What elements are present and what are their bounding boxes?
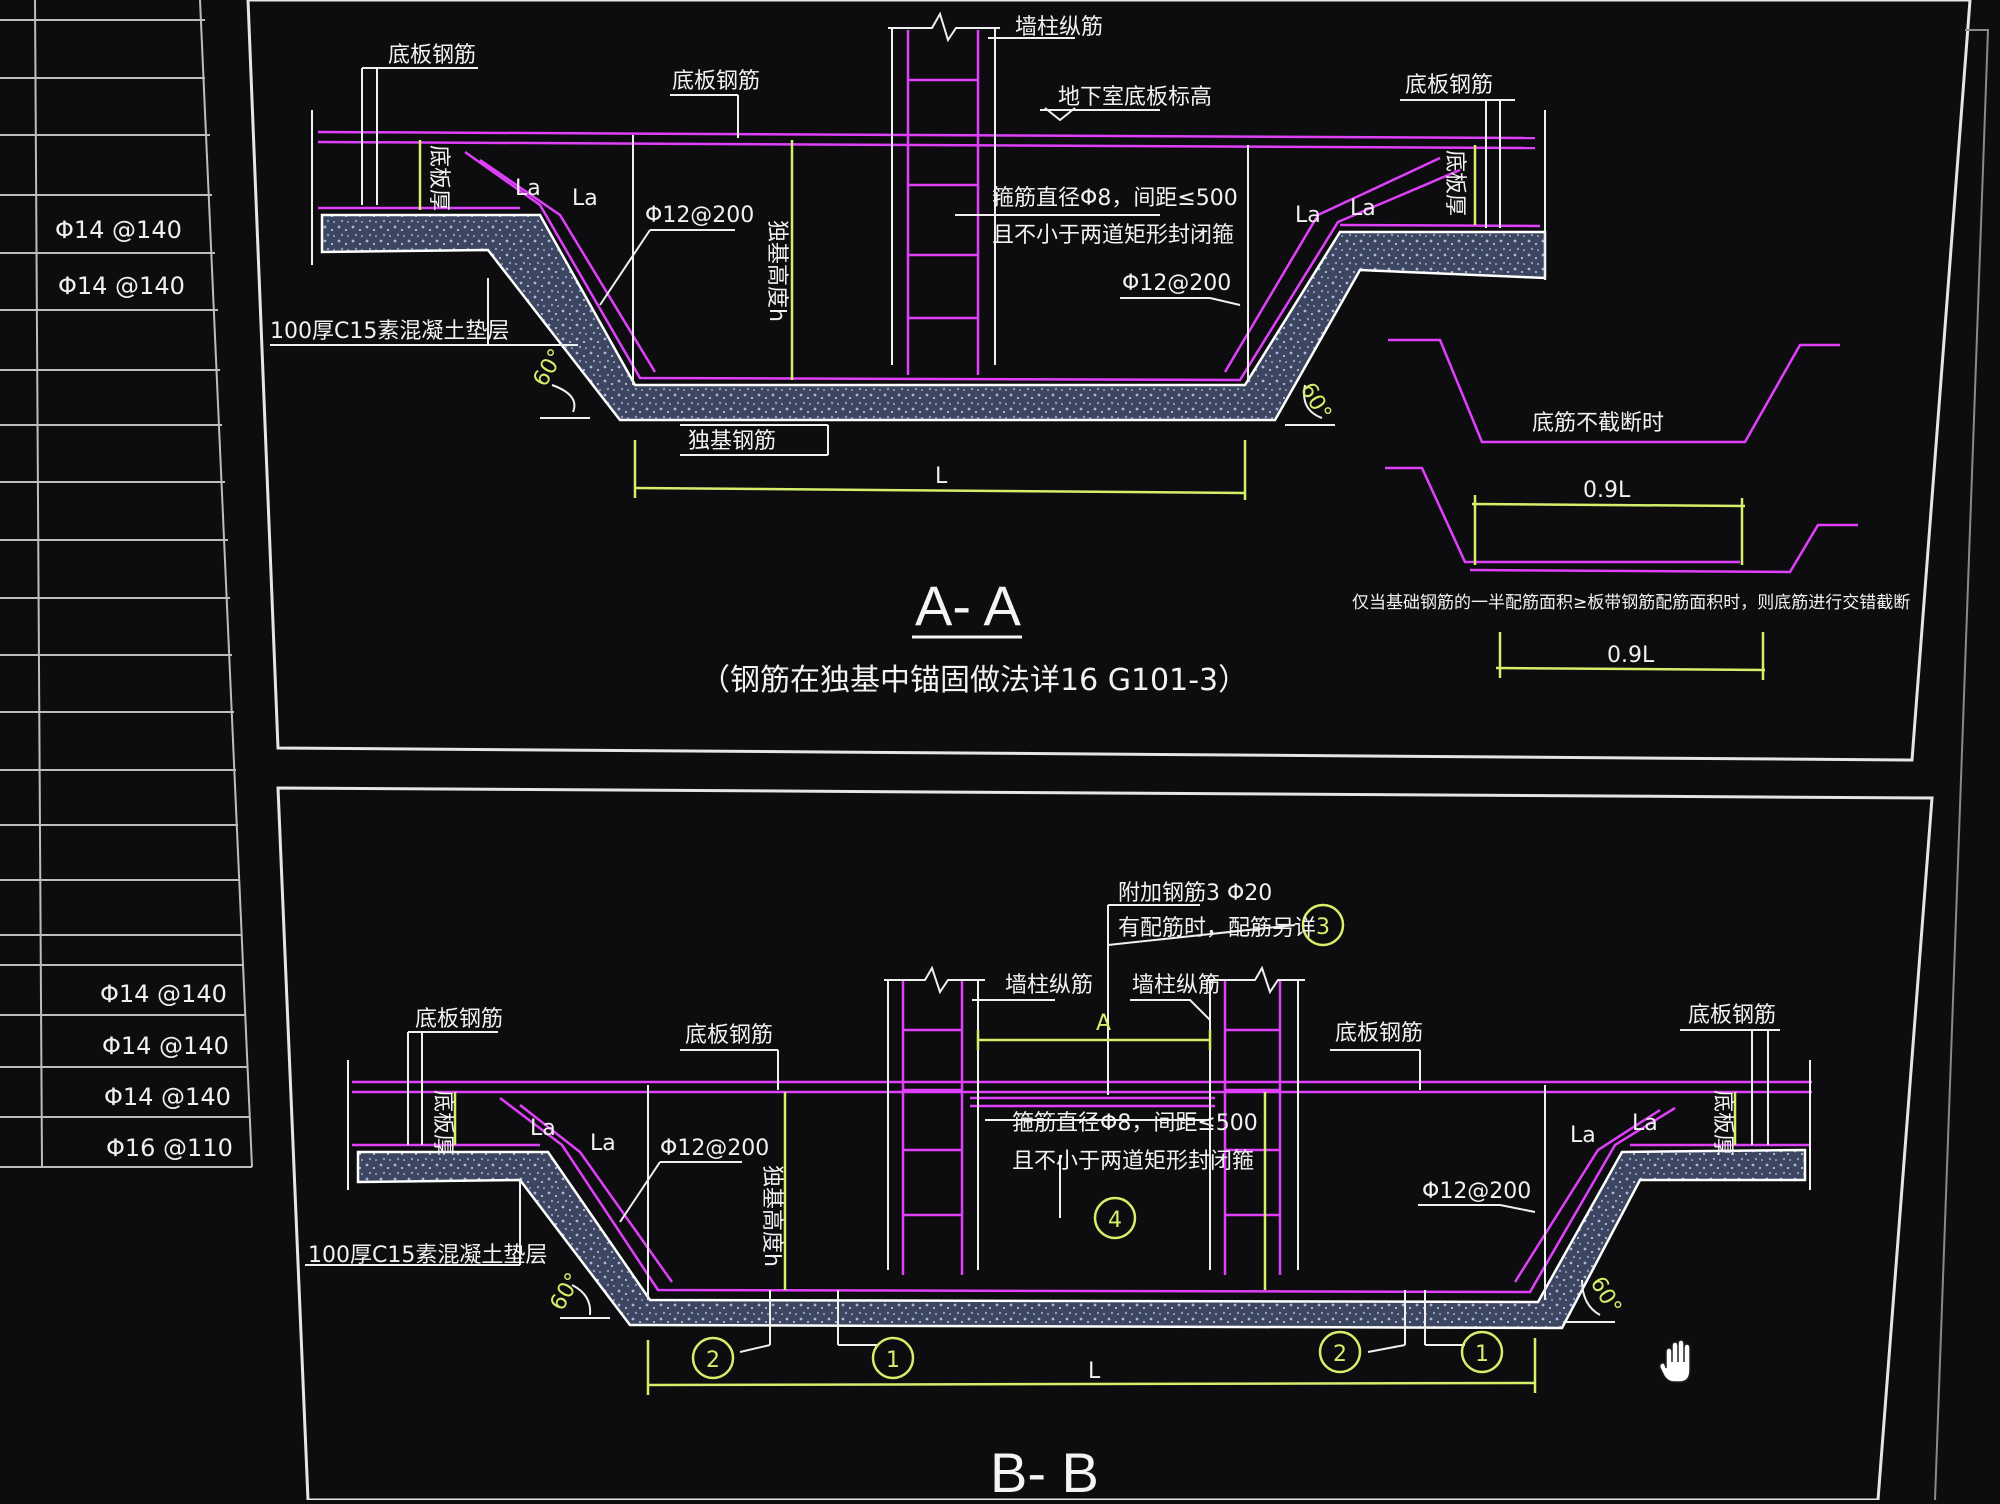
- label-basement-level: 地下室底板标高: [1058, 85, 1212, 110]
- label-span: L: [1088, 1359, 1101, 1384]
- label-phi12: Φ12@200: [645, 203, 754, 228]
- section-bb-rebar: [352, 980, 1812, 1294]
- section-aa-title: A- A: [915, 574, 1021, 637]
- table-cell: Φ16 @110: [106, 1134, 233, 1162]
- label-a-dimension: A: [1096, 1011, 1111, 1036]
- section-aa-dimensions: [418, 140, 1477, 500]
- label-phi12: Φ12@200: [1122, 271, 1231, 296]
- marker-number: 1: [1475, 1342, 1489, 1367]
- label-stagger-note: 仅当基础钢筋的一半配筋面积≥板带钢筋配筋面积时，则底筋进行交错截断: [1352, 593, 1910, 613]
- section-bb-dimensions: [453, 1030, 1737, 1395]
- label-wall-rebar: 墙柱纵筋: [1015, 15, 1103, 40]
- label-angle: 60°: [1295, 379, 1336, 425]
- label-stirrup: 箍筋直径Φ8，间距≤500: [992, 186, 1238, 211]
- label-bottom-rebar: 底板钢筋: [1405, 73, 1493, 98]
- section-bb-linework: [305, 904, 1811, 1353]
- label-slab-thickness: 底板厚: [1442, 150, 1467, 216]
- label-bottom-rebar: 底板钢筋: [1688, 1003, 1776, 1028]
- table-cell: Φ14 @140: [55, 216, 182, 244]
- rebar-schedule-table: [0, 0, 253, 1168]
- section-aa-subtitle: （钢筋在独基中锚固做法详16 G101-3）: [700, 663, 1248, 698]
- label-la: La: [1350, 196, 1376, 221]
- label-la: La: [515, 176, 541, 201]
- marker-number: 2: [706, 1348, 720, 1373]
- table-cell: Φ14 @140: [104, 1083, 231, 1111]
- table-cell: Φ14 @140: [102, 1032, 229, 1060]
- label-wall-rebar: 墙柱纵筋: [1005, 973, 1093, 998]
- marker-number: 4: [1108, 1208, 1122, 1233]
- label-length-09l: 0.9L: [1583, 478, 1631, 503]
- label-la: La: [1295, 203, 1321, 228]
- label-length-09l: 0.9L: [1607, 643, 1655, 668]
- label-extra-rebar: 附加钢筋3 Φ20: [1118, 881, 1272, 906]
- label-angle: 60°: [546, 1269, 587, 1315]
- section-bb-labels: 3 4 2 1 2 1 附加钢筋3 Φ20 有配筋时，配筋另详 墙柱纵筋 墙柱纵…: [308, 881, 1776, 1504]
- label-phi12: Φ12@200: [660, 1136, 769, 1161]
- rebar-schedule-values: Φ14 @140 Φ14 @140 Φ14 @140 Φ14 @140 Φ14 …: [55, 216, 233, 1162]
- label-span: L: [935, 464, 948, 489]
- label-stirrup: 箍筋直径Φ8，间距≤500: [1012, 1111, 1258, 1136]
- marker-number: 2: [1333, 1342, 1347, 1367]
- section-aa-linework: [270, 11, 1546, 456]
- label-wall-rebar: 墙柱纵筋: [1132, 973, 1220, 998]
- label-stirrup: 且不小于两道矩形封闭箍: [1012, 1149, 1254, 1174]
- label-phi12: Φ12@200: [1422, 1179, 1531, 1204]
- label-bottom-rebar: 底板钢筋: [672, 69, 760, 94]
- label-la: La: [590, 1131, 616, 1156]
- label-la: La: [1570, 1123, 1596, 1148]
- label-la: La: [572, 186, 598, 211]
- label-slab-thickness: 底板厚: [1710, 1090, 1735, 1156]
- label-base-rebar: 独基钢筋: [688, 429, 776, 454]
- label-foundation-height: 独基高度h: [759, 1165, 784, 1267]
- section-aa-frame: [246, 0, 1972, 762]
- label-la: La: [1632, 1111, 1658, 1136]
- label-la: La: [530, 1116, 556, 1141]
- section-aa-detail: 底筋不截断时 0.9L 0.9L 仅当基础钢筋的一半配筋面积≥板带钢筋配筋面积时…: [1352, 338, 1910, 680]
- label-bottom-rebar: 底板钢筋: [388, 43, 476, 68]
- marker-number: 3: [1316, 915, 1330, 940]
- label-angle: 60°: [1585, 1273, 1626, 1319]
- label-slab-thickness: 底板厚: [426, 145, 451, 211]
- label-slab-thickness: 底板厚: [430, 1090, 455, 1156]
- table-cell: Φ14 @140: [58, 272, 185, 300]
- label-no-cut: 底筋不截断时: [1532, 411, 1664, 436]
- pan-hand-icon: [1659, 1339, 1691, 1383]
- label-bottom-rebar: 底板钢筋: [415, 1007, 503, 1032]
- label-foundation-height: 独基高度h: [764, 220, 789, 322]
- table-cell: Φ14 @140: [100, 980, 227, 1008]
- label-cushion: 100厚C15素混凝土垫层: [308, 1243, 547, 1268]
- label-extra-rebar-note: 有配筋时，配筋另详: [1118, 916, 1316, 941]
- outer-frame-right: [1934, 29, 1990, 1501]
- marker-number: 1: [886, 1348, 900, 1373]
- section-bb-title: B- B: [990, 1441, 1099, 1500]
- label-bottom-rebar: 底板钢筋: [1335, 1021, 1423, 1046]
- label-cushion: 100厚C15素混凝土垫层: [270, 319, 509, 344]
- label-angle: 60°: [529, 345, 570, 391]
- label-bottom-rebar: 底板钢筋: [685, 1023, 773, 1048]
- label-stirrup: 且不小于两道矩形封闭箍: [992, 223, 1234, 248]
- section-bb-circle-markers: [691, 903, 1504, 1380]
